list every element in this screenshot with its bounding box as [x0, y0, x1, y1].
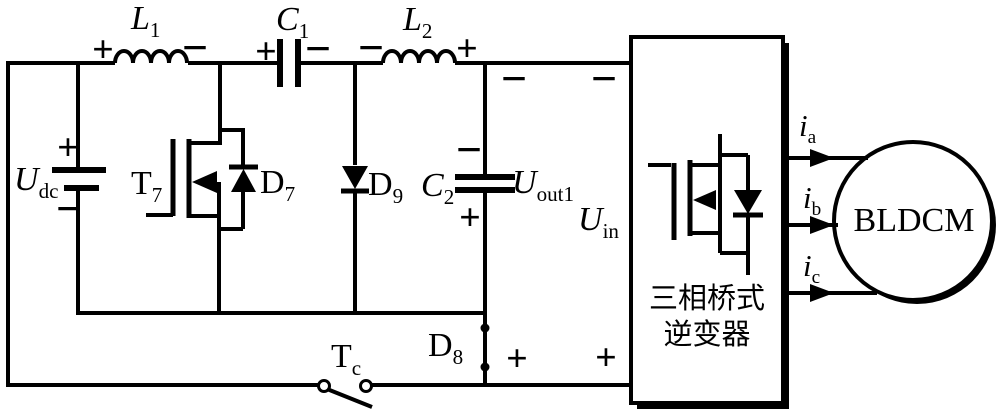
capacitor-c1 — [277, 39, 301, 87]
inverter-text-line2: 逆变器 — [663, 319, 751, 351]
ic-label: ic — [803, 250, 820, 287]
d9-label: D9 — [368, 168, 403, 207]
arrow-ia-icon — [810, 149, 834, 167]
d9-symbol: D — [368, 166, 393, 203]
mosfet-t7 — [146, 128, 258, 231]
ib-symbol: i — [803, 180, 812, 215]
c2-symbol: C — [421, 167, 444, 204]
l1-label: L1 — [131, 2, 160, 41]
l2-plus-mark: + — [456, 28, 478, 71]
tc-subscript: c — [351, 355, 362, 380]
udc-label: Udc — [14, 163, 58, 202]
uout1-subscript: out1 — [536, 181, 575, 206]
d8-symbol: D — [428, 327, 453, 364]
udc-subscript: dc — [38, 178, 59, 203]
uin-top-minus-mark-1: − — [500, 53, 528, 105]
inductor-l2 — [381, 49, 457, 64]
inverter-text-line1: 三相桥式 — [648, 283, 765, 315]
l2-subscript: 2 — [421, 18, 433, 43]
inverter-box — [629, 35, 789, 409]
t7-symbol: T — [131, 165, 152, 202]
tc-symbol: T — [331, 338, 352, 375]
d8-label: D8 — [428, 329, 463, 368]
t7-subscript: 7 — [151, 182, 163, 207]
uin-symbol: U — [578, 201, 603, 238]
uout1-symbol: U — [512, 164, 537, 201]
c2-plus-mark: + — [459, 197, 481, 240]
d8-subscript: 8 — [452, 344, 464, 369]
inverter-diode-icon — [734, 190, 762, 214]
mosfet-t7-arrow-icon — [192, 171, 217, 193]
uin-top-minus-mark-2: − — [590, 53, 618, 105]
l2-symbol: L — [403, 1, 422, 38]
motor-circle — [832, 140, 996, 304]
d7-label: D7 — [260, 166, 295, 205]
l1-symbol: L — [131, 0, 150, 37]
l1-subscript: 1 — [149, 17, 161, 42]
ia-label: ia — [799, 110, 816, 147]
l2-minus-mark: − — [357, 22, 385, 74]
tc-label: Tc — [331, 340, 361, 379]
capacitor-c2 — [455, 174, 515, 193]
uin-bottom-plus-mark-2: + — [595, 337, 617, 380]
ib-label: ib — [803, 182, 821, 219]
switch-tc — [317, 379, 373, 409]
ic-subscript: c — [811, 267, 821, 289]
d7-subscript: 7 — [284, 181, 296, 206]
ia-subscript: a — [807, 127, 817, 149]
udc-minus-mark: − — [55, 183, 83, 235]
arrow-ib-icon — [810, 216, 834, 234]
phase-arrows — [789, 149, 877, 302]
ic-symbol: i — [803, 248, 812, 283]
udc-plus-mark: + — [57, 127, 79, 170]
ib-subscript: b — [811, 199, 822, 221]
c2-label: C2 — [421, 169, 454, 208]
l1-plus-mark: + — [92, 29, 114, 72]
bldcm-label: BLDCM — [853, 202, 975, 239]
c1-plus-mark: + — [255, 31, 277, 74]
diode-d9 — [341, 166, 369, 194]
uout1-label: Uout1 — [512, 166, 574, 205]
d9-subscript: 9 — [392, 183, 404, 208]
c1-label: C1 — [276, 3, 309, 42]
inverter-mosfet-symbol — [648, 134, 763, 275]
dc-source-battery — [52, 167, 106, 191]
uin-subscript: in — [602, 218, 619, 243]
c1-subscript: 1 — [298, 18, 310, 43]
uin-label: Uin — [578, 203, 619, 242]
c1-minus-mark: − — [304, 23, 332, 75]
l2-label: L2 — [403, 3, 432, 42]
inductor-l1 — [113, 49, 189, 64]
inverter-mosfet-arrow-icon — [693, 190, 716, 210]
c1-symbol: C — [276, 1, 299, 38]
c2-subscript: 2 — [443, 184, 455, 209]
c2-minus-mark: − — [455, 124, 483, 176]
d8-branch-dots — [480, 323, 490, 372]
t7-label: T7 — [131, 167, 162, 206]
d7-symbol: D — [260, 164, 285, 201]
l1-minus-mark: − — [181, 22, 209, 74]
ia-symbol: i — [799, 108, 808, 143]
uin-bottom-plus-mark-1: + — [506, 338, 528, 381]
udc-symbol: U — [14, 161, 39, 198]
arrow-ic-icon — [810, 284, 834, 302]
diode-d7 — [219, 164, 258, 231]
wires — [6, 61, 632, 387]
